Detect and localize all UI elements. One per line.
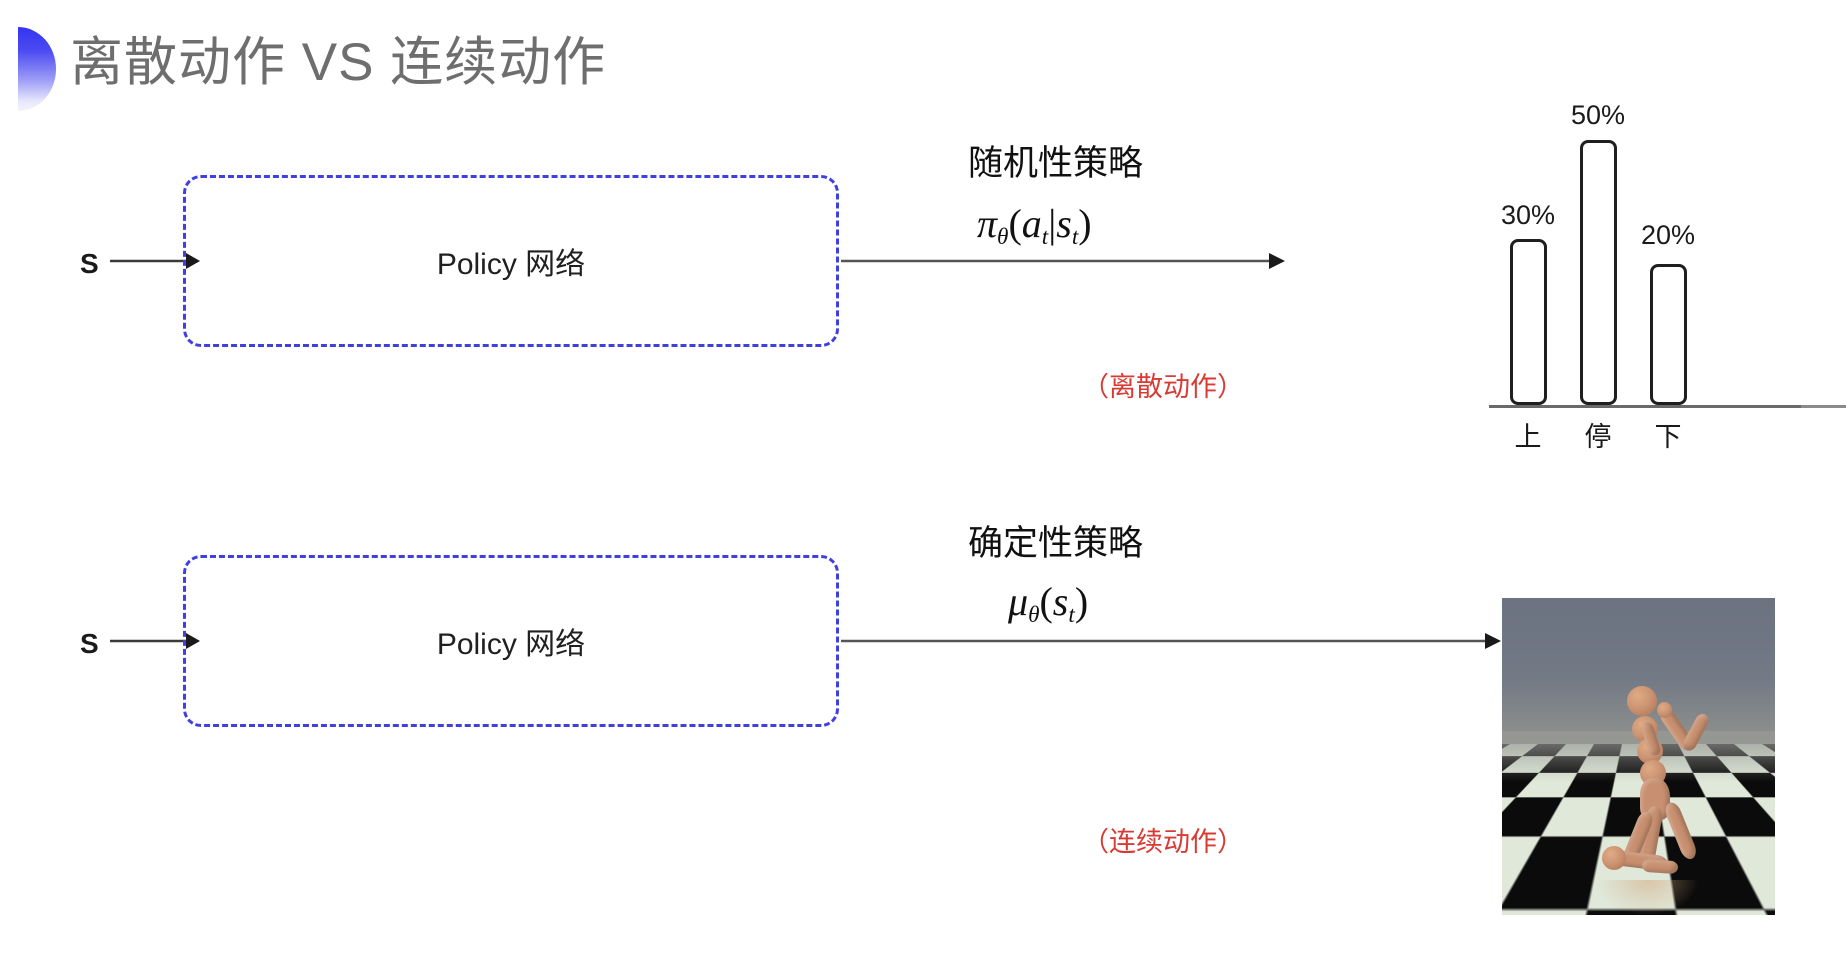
annotation-note-discrete: （离散动作）: [1082, 372, 1244, 402]
bar-chart-baseline: [1489, 405, 1801, 408]
bar-category-2: 下: [1654, 422, 1682, 452]
humanoid-simulation-image: [1502, 598, 1775, 915]
humanoid-shin-front: [1662, 800, 1699, 862]
humanoid-hand-right: [1657, 702, 1672, 718]
formula-arg2-sub: t: [1071, 223, 1079, 250]
bar-0: [1510, 239, 1547, 405]
bar-category-1: 停: [1584, 422, 1612, 452]
annotation-title-discrete: 随机性策略: [968, 144, 1144, 183]
input-arrow-continuous: [110, 633, 200, 649]
sim-reflection: [1598, 880, 1698, 915]
bar-value-0: 30%: [1500, 200, 1556, 230]
output-arrow-continuous: [841, 633, 1501, 649]
annotation-title-continuous: 确定性策略: [968, 524, 1144, 563]
formula-arg1: a: [1021, 201, 1042, 246]
bar-category-0: 上: [1514, 422, 1542, 452]
annotation-formula-continuous: μθ(st): [1008, 578, 1089, 628]
output-arrow-discrete: [841, 253, 1285, 269]
input-arrow-discrete: [110, 253, 200, 269]
formula-fn-sub: θ: [1028, 601, 1040, 628]
formula-fn: μ: [1008, 579, 1029, 624]
half-circle-gradient-icon: [18, 27, 56, 111]
formula-fn-sub: θ: [997, 223, 1009, 250]
formula-arg1-sub: t: [1041, 223, 1049, 250]
formula-fn: π: [977, 201, 998, 246]
formula-close-paren: ): [1078, 201, 1092, 246]
formula-arg1-sub: t: [1068, 601, 1075, 628]
bar-2: [1650, 264, 1687, 405]
formula-bar: |: [1048, 201, 1057, 246]
policy-box-label-discrete: Policy 网络: [436, 248, 586, 281]
annotation-note-continuous: （连续动作）: [1082, 827, 1244, 857]
bar-value-2: 20%: [1640, 220, 1696, 250]
baseline-extension: [1801, 405, 1846, 408]
page-title: 离散动作 VS 连续动作: [70, 33, 607, 92]
formula-arg2: s: [1056, 201, 1072, 246]
state-label-continuous: S: [80, 628, 99, 659]
policy-box-label-continuous: Policy 网络: [436, 628, 586, 661]
bar-1: [1580, 140, 1617, 405]
policy-network-box-continuous[interactable]: Policy 网络: [183, 555, 839, 727]
humanoid-head: [1627, 686, 1657, 716]
formula-close-paren: ): [1074, 579, 1089, 624]
humanoid-foot-front: [1641, 858, 1679, 875]
bar-value-1: 50%: [1570, 100, 1626, 130]
annotation-formula-discrete: πθ(at|st): [977, 200, 1092, 250]
policy-network-box-discrete[interactable]: Policy 网络: [183, 175, 839, 347]
state-label-discrete: S: [80, 248, 99, 279]
formula-open-paren: (: [1039, 579, 1053, 624]
bar-chart-discrete-actions: 30% 上 50% 停 20% 下: [1495, 95, 1825, 452]
formula-open-paren: (: [1008, 201, 1022, 246]
formula-arg1: s: [1052, 579, 1069, 624]
humanoid-figure: [1502, 598, 1775, 915]
humanoid-knee-rear: [1602, 846, 1626, 870]
